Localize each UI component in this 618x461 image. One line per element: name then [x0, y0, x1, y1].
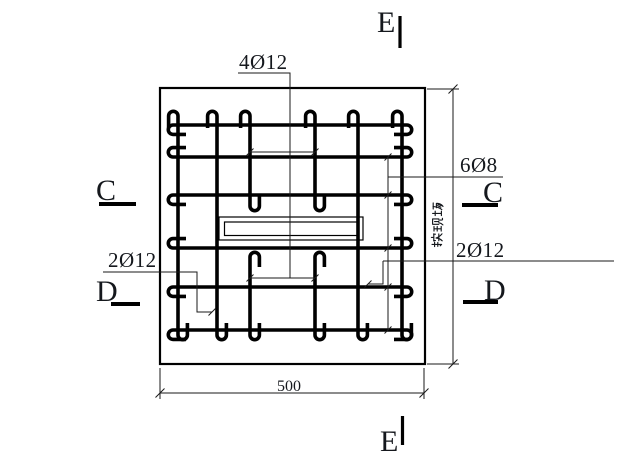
label-right-rebar: 2Ø12: [456, 238, 505, 262]
section-e-top-text: E: [377, 6, 395, 39]
section-marker-e-top: E: [377, 6, 402, 48]
section-marker-d-left: D: [96, 275, 140, 308]
section-e-bottom-text: E: [380, 425, 398, 458]
label-top-rebar: 4Ø12: [239, 50, 288, 74]
dimension-width-value: 500: [277, 378, 301, 395]
section-d-right-text: D: [484, 274, 506, 307]
side-rebar-text: 6Ø8: [460, 153, 498, 177]
section-marker-c-right: C: [462, 176, 503, 209]
leader-lines: [103, 72, 614, 334]
top-rebar-text: 4Ø12: [239, 50, 288, 74]
label-side-rebar: 6Ø8: [460, 153, 498, 177]
dimension-height: 按现场: [427, 84, 459, 369]
concrete-outline: [158, 86, 427, 366]
right-rebar-text: 2Ø12: [456, 238, 505, 262]
section-c-right-text: C: [483, 176, 503, 209]
dimension-width: 500: [155, 368, 429, 399]
left-rebar-text: 2Ø12: [108, 248, 157, 272]
section-c-left-text: C: [96, 174, 116, 207]
section-marker-c-left: C: [96, 174, 136, 207]
site-note: 按现场: [430, 202, 446, 248]
vertical-rebars: [166, 109, 414, 342]
section-marker-e-bottom: E: [380, 416, 405, 458]
label-left-rebar: 2Ø12: [108, 248, 157, 272]
site-note-text: 按现场: [430, 205, 446, 247]
site-note-glyphs: [430, 202, 444, 248]
section-d-left-text: D: [96, 275, 118, 308]
embedded-slot: [218, 216, 364, 241]
section-marker-d-right: D: [463, 274, 506, 307]
